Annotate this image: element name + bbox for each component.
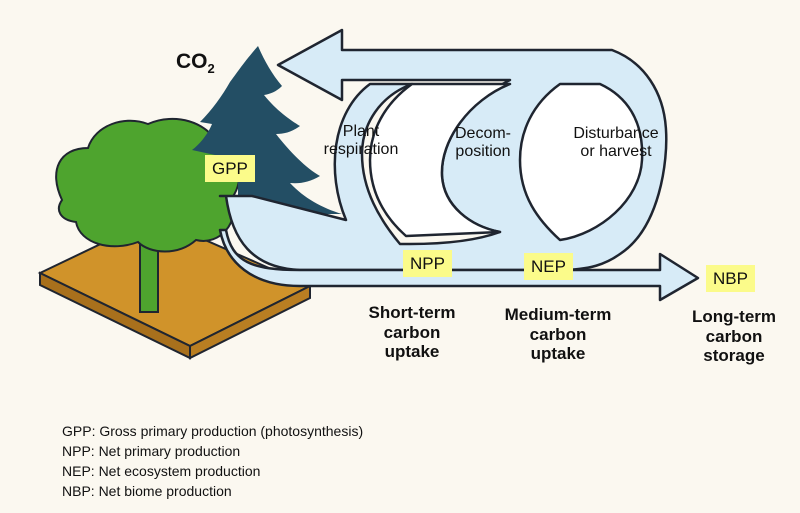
legend: GPP: Gross primary production (photosynt… [62, 421, 363, 501]
conifer-tree-icon [192, 46, 342, 214]
decomposition-line-1: Decom- [454, 125, 511, 142]
long-term-line-1: Long-term [691, 307, 777, 326]
decomposition-loop [368, 82, 512, 238]
co2-main: CO [176, 50, 208, 73]
long-term-line-2: carbon [705, 326, 763, 346]
npp-badge: NPP [403, 250, 452, 277]
long-term-stage: Long-term carbon storage [676, 307, 792, 366]
legend-item-nbp: NBP: Net biome production [62, 483, 232, 499]
short-term-line-3: uptake [384, 342, 440, 362]
legend-item-gpp: GPP: Gross primary production (photosynt… [62, 423, 364, 439]
long-term-line-3: storage [703, 346, 765, 366]
medium-term-line-2: carbon [529, 324, 587, 344]
co2-label: CO2 [176, 50, 215, 76]
plant-respiration-label: Plant respiration [306, 123, 416, 160]
medium-term-line-1: Medium-term [504, 305, 612, 324]
short-term-line-1: Short-term [368, 303, 456, 322]
disturbance-line-2: or harvest [580, 143, 652, 161]
long-term-storage-arrow [218, 228, 700, 302]
decomposition-label: Decom- position [436, 125, 530, 162]
ground-slab [37, 216, 313, 360]
gpp-badge: GPP [205, 155, 255, 182]
plant-respiration-line-1: Plant [342, 123, 380, 140]
legend-item-npp: NPP: Net primary production [62, 443, 241, 459]
plant-respiration-line-2: respiration [323, 141, 399, 159]
medium-term-line-3: uptake [530, 344, 586, 364]
disturbance-line-1: Disturbance [573, 125, 659, 142]
disturbance-loop [518, 82, 644, 242]
decomposition-line-2: position [455, 143, 511, 161]
medium-term-stage: Medium-term carbon uptake [490, 305, 626, 364]
nep-badge: NEP [524, 253, 573, 280]
legend-item-nep: NEP: Net ecosystem production [62, 463, 261, 479]
nbp-badge: NBP [706, 265, 755, 292]
short-term-line-2: carbon [383, 322, 441, 342]
co2-subscript: 2 [207, 61, 215, 77]
short-term-stage: Short-term carbon uptake [357, 303, 467, 362]
disturbance-label: Disturbance or harvest [556, 125, 676, 162]
